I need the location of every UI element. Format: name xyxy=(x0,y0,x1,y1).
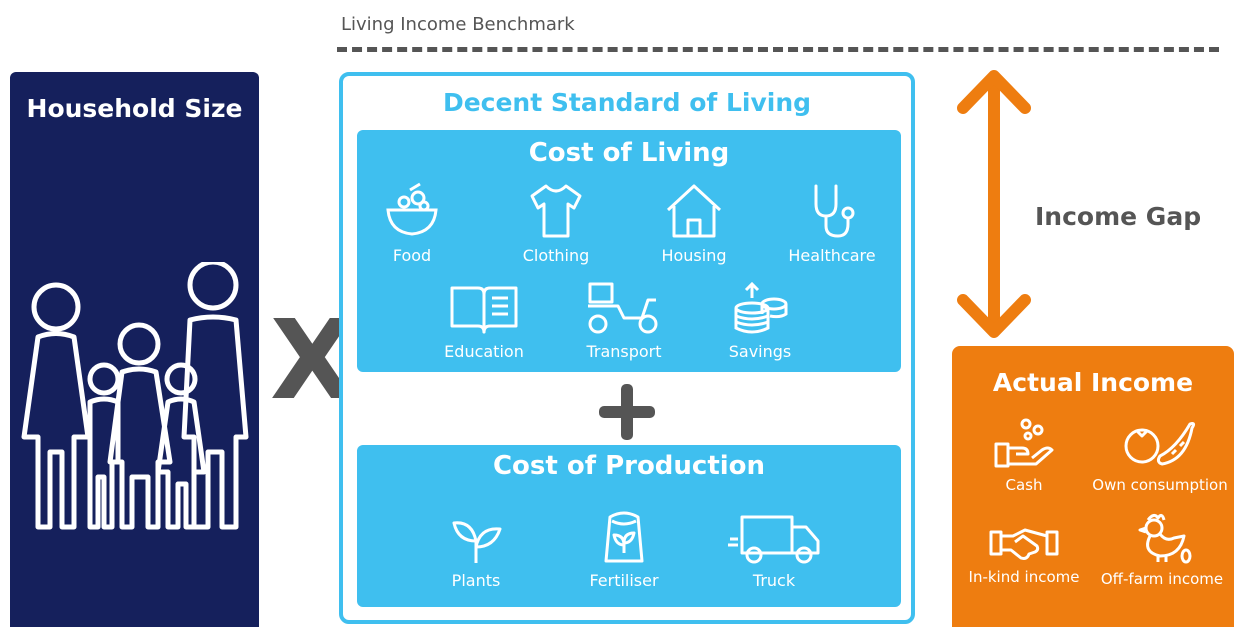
savings-label: Savings xyxy=(728,342,792,361)
decent-standard-title: Decent Standard of Living xyxy=(442,88,812,117)
scooter-icon xyxy=(588,282,658,334)
vegetables-icon xyxy=(1124,422,1196,466)
coins-icon xyxy=(734,281,788,334)
hand-coins-icon xyxy=(994,418,1054,468)
income-gap-arrow xyxy=(957,70,1031,338)
production-item-fertiliser: Fertiliser xyxy=(569,507,679,590)
cost-item-housing: Housing xyxy=(639,180,749,265)
off-farm-income-label: Off-farm income xyxy=(1100,570,1224,588)
tshirt-icon xyxy=(530,184,582,238)
household-size-title: Household Size xyxy=(26,94,243,123)
plants-label: Plants xyxy=(451,571,501,590)
income-gap-label: Income Gap xyxy=(1035,202,1202,231)
handshake-icon xyxy=(989,528,1059,560)
family-icon xyxy=(21,262,249,530)
stethoscope-icon xyxy=(814,184,855,238)
clothing-label: Clothing xyxy=(522,246,590,265)
housing-label: Housing xyxy=(661,246,727,265)
plus-sign xyxy=(599,384,655,440)
food-label: Food xyxy=(392,246,432,265)
income-item-off-farm: Off-farm income xyxy=(1092,508,1232,588)
cost-item-transport: Transport xyxy=(569,280,679,361)
in-kind-income-label: In-kind income xyxy=(968,568,1080,586)
truck-icon xyxy=(728,515,820,564)
actual-income-title: Actual Income xyxy=(992,368,1194,397)
healthcare-label: Healthcare xyxy=(788,246,876,265)
household-size-panel: Household Size xyxy=(10,72,259,627)
cost-of-living-box: Cost of Living Food Clothing Housing Hea… xyxy=(357,130,901,372)
cost-of-production-box: Cost of Production Plants Fertiliser Tru… xyxy=(357,445,901,607)
production-item-truck: Truck xyxy=(719,513,829,590)
production-item-plants: Plants xyxy=(421,513,531,590)
benchmark-dashed-line xyxy=(337,47,1219,52)
cost-item-education: Education xyxy=(429,280,539,361)
fertiliser-label: Fertiliser xyxy=(589,571,659,590)
cost-item-food: Food xyxy=(357,180,467,265)
sprout-icon xyxy=(452,521,502,563)
actual-income-panel: Actual Income Cash Own consumption In-ki… xyxy=(952,346,1234,627)
income-item-in-kind: In-kind income xyxy=(954,522,1094,586)
own-consumption-label: Own consumption xyxy=(1092,476,1228,494)
income-item-own-consumption: Own consumption xyxy=(1090,418,1230,494)
cost-of-production-title: Cost of Production xyxy=(492,451,766,481)
benchmark-label: Living Income Benchmark xyxy=(341,14,575,35)
fertiliser-bag-icon xyxy=(604,511,644,563)
cost-of-living-title: Cost of Living xyxy=(528,138,730,168)
cash-label: Cash xyxy=(1005,476,1043,494)
education-label: Education xyxy=(444,342,524,361)
cost-item-savings: Savings xyxy=(705,280,815,361)
food-bowl-icon xyxy=(386,182,438,236)
cost-item-clothing: Clothing xyxy=(501,180,611,265)
truck-label: Truck xyxy=(752,571,796,590)
chicken-icon xyxy=(1138,513,1192,564)
transport-label: Transport xyxy=(586,342,662,361)
income-item-cash: Cash xyxy=(954,418,1094,494)
book-icon xyxy=(450,286,518,334)
cost-item-healthcare: Healthcare xyxy=(777,180,887,265)
house-icon xyxy=(666,184,722,238)
